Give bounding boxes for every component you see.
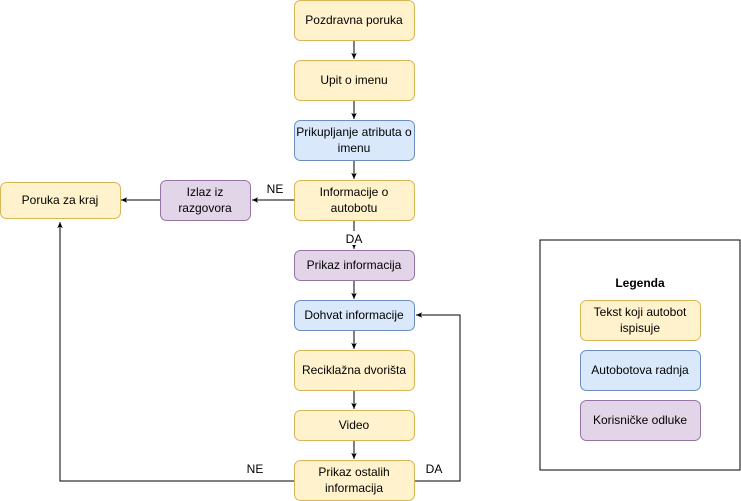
legend-item-purple-box — [580, 400, 701, 441]
edge-label-da-bottom: DA — [426, 462, 443, 476]
node-upit-box — [294, 60, 415, 101]
legend-item-yellow-label: Tekst koji autobot — [594, 305, 687, 319]
legend-item-blue-box — [580, 350, 701, 391]
node-kraj-box — [0, 182, 121, 219]
node-pozdravna: Pozdravna poruka — [294, 0, 415, 41]
edge-label-bg — [343, 231, 367, 245]
node-prikaz-box — [294, 250, 415, 281]
node-dohvat: Dohvat informacije — [294, 300, 415, 331]
node-ostale-label: Prikaz ostalih — [318, 465, 389, 479]
node-video: Video — [294, 410, 415, 441]
legend-item-yellow-box — [580, 300, 701, 341]
node-prikupljanje-label: imenu — [338, 141, 371, 155]
node-informacije-label: Informacije o — [320, 185, 389, 199]
node-informacije-box — [294, 180, 415, 221]
node-video-label: Video — [339, 418, 370, 432]
legend-item-purple-label: Korisničke odluke — [593, 413, 687, 427]
node-pozdravna-label: Pozdravna poruka — [305, 13, 403, 27]
node-izlaz-label: Izlaz iz — [187, 185, 224, 199]
node-kraj-label: Poruka za kraj — [22, 193, 99, 207]
node-prikupljanje-box — [294, 120, 415, 161]
node-pozdravna-box — [294, 0, 415, 41]
node-upit: Upit o imenu — [294, 60, 415, 101]
edge-ostale-kraj — [57, 222, 294, 482]
node-informacije-label: autobotu — [331, 201, 378, 215]
legend-title: Legenda — [615, 276, 665, 290]
node-izlaz: Izlaz iz razgovora — [160, 180, 251, 221]
node-reciklazna-label: Reciklažna dvorišta — [302, 363, 406, 377]
node-prikupljanje-label: Prikupljanje atributa o — [296, 125, 412, 139]
edge-ostale-dohvat-loop — [414, 312, 461, 482]
node-prikaz-label: Prikaz informacija — [307, 258, 402, 272]
legend-item-blue-label: Autobotova radnja — [591, 363, 689, 377]
node-reciklazna: Reciklažna dvorišta — [294, 350, 415, 391]
node-prikaz: Prikaz informacija — [294, 250, 415, 281]
node-prikupljanje: Prikupljanje atributa o imenu — [294, 120, 415, 161]
legend-item-purple: Korisničke odluke — [580, 400, 701, 441]
edge-label-da-top: DA — [346, 232, 363, 246]
edge-label-ne-bottom: NE — [247, 462, 264, 476]
edge-label-ne-top: NE — [267, 182, 284, 196]
edge-labels: NE DA NE DA — [247, 182, 443, 476]
node-ostale-label: informacija — [325, 481, 383, 495]
node-izlaz-label: razgovora — [178, 201, 232, 215]
node-upit-label: Upit o imenu — [320, 73, 387, 87]
node-dohvat-box — [294, 300, 415, 331]
node-informacije: Informacije o autobotu — [294, 180, 415, 221]
node-dohvat-label: Dohvat informacije — [304, 308, 404, 322]
node-ostale: Prikaz ostalih informacija — [294, 460, 415, 501]
legend-item-yellow-label: ispisuje — [620, 321, 660, 335]
legend-panel: Legenda Tekst koji autobot ispisujeAutobo… — [539, 239, 741, 471]
legend-item-blue: Autobotova radnja — [580, 350, 701, 391]
node-reciklazna-box — [294, 350, 415, 391]
legend-item-yellow: Tekst koji autobot ispisuje — [580, 300, 701, 341]
node-izlaz-box — [160, 180, 251, 221]
node-video-box — [294, 410, 415, 441]
node-kraj: Poruka za kraj — [0, 182, 121, 219]
